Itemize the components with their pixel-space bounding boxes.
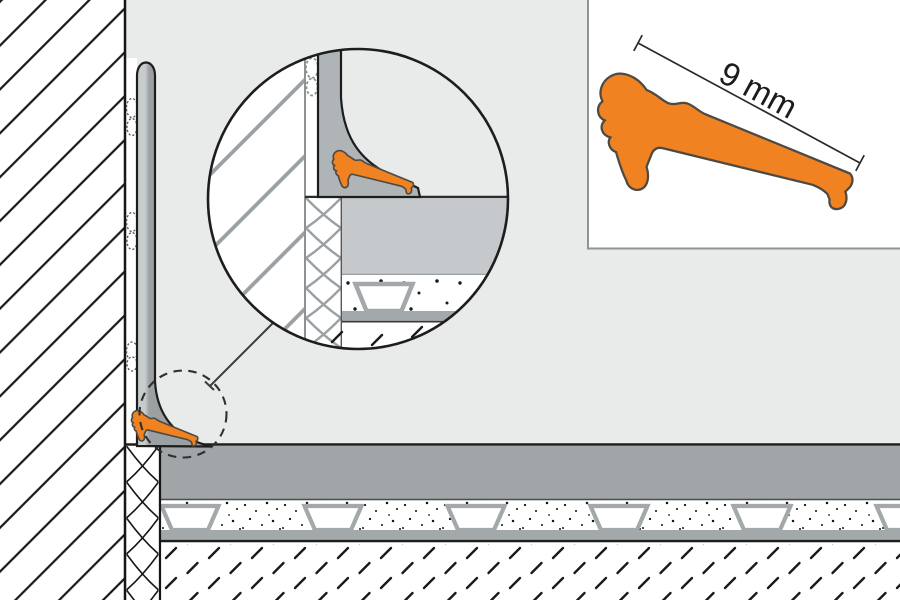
dimension-tick xyxy=(633,34,643,52)
screed-layer xyxy=(161,446,900,499)
inset-panel: 9 mm xyxy=(587,0,900,250)
membrane-stud xyxy=(587,503,651,533)
mag-adhesive-dab xyxy=(305,57,319,97)
adhesive-gap xyxy=(125,58,139,446)
mag-membrane-stud xyxy=(352,281,416,314)
membrane-stud xyxy=(873,503,900,533)
membrane-stud xyxy=(301,503,365,533)
concrete-substrate xyxy=(161,542,900,600)
dimension-tick xyxy=(855,154,865,172)
membrane-stud xyxy=(444,503,508,533)
detail-connector-line xyxy=(204,321,275,391)
dimension-line xyxy=(633,34,865,172)
membrane-stud xyxy=(158,503,222,533)
membrane-stud xyxy=(730,503,794,533)
edge-insulation-strip xyxy=(126,444,162,600)
mag-screed-layer xyxy=(342,198,508,274)
floor-assembly xyxy=(124,443,900,600)
uncoupling-membrane-layer xyxy=(158,500,900,543)
magnifier-circle xyxy=(206,47,510,351)
detail-dashed-circle xyxy=(138,369,228,459)
cove-skirting-strip xyxy=(135,61,213,448)
wall-hatched xyxy=(0,0,127,600)
magnifier-border xyxy=(206,47,510,351)
